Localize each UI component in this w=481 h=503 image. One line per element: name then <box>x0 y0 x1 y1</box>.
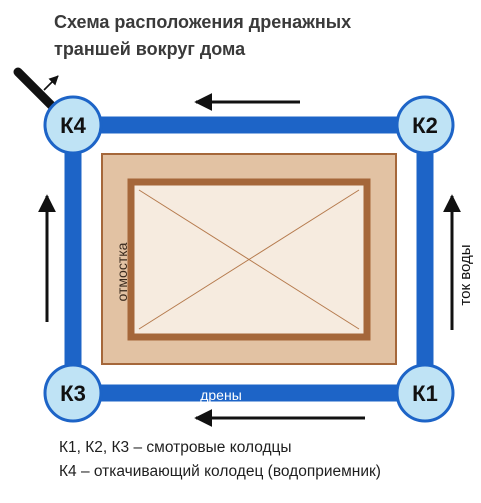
diagram-title: Схема расположения дренажных траншей вок… <box>54 9 474 63</box>
well-k2: К2 <box>395 95 455 155</box>
well-k1-label: К1 <box>412 381 438 406</box>
otmostka-label: отмостка <box>114 242 130 301</box>
well-k4-label: К4 <box>60 113 86 138</box>
drains-label: дрены <box>200 387 242 403</box>
legend: К1, К2, К3 – смотровые колодцы К4 – отка… <box>59 436 381 484</box>
house-diagonal-2 <box>138 189 360 330</box>
outlet-pipe <box>13 67 58 112</box>
well-k2-label: К2 <box>412 113 438 138</box>
outlet-arrow <box>43 75 59 91</box>
title-line-1: Схема расположения дренажных <box>54 12 352 32</box>
legend-line-2: К4 – откачивающий колодец (водоприемник) <box>59 463 381 480</box>
legend-line-1: К1, К2, К3 – смотровые колодцы <box>59 439 292 456</box>
well-k4: К4 <box>43 95 103 155</box>
well-k3-label: К3 <box>60 381 86 406</box>
water-flow-label: ток воды <box>457 244 474 305</box>
well-k3: К3 <box>43 363 103 423</box>
title-line-2: траншей вокруг дома <box>54 39 246 59</box>
well-k1: К1 <box>395 363 455 423</box>
drain-trench-frame <box>64 116 434 402</box>
house-outline <box>127 178 371 341</box>
